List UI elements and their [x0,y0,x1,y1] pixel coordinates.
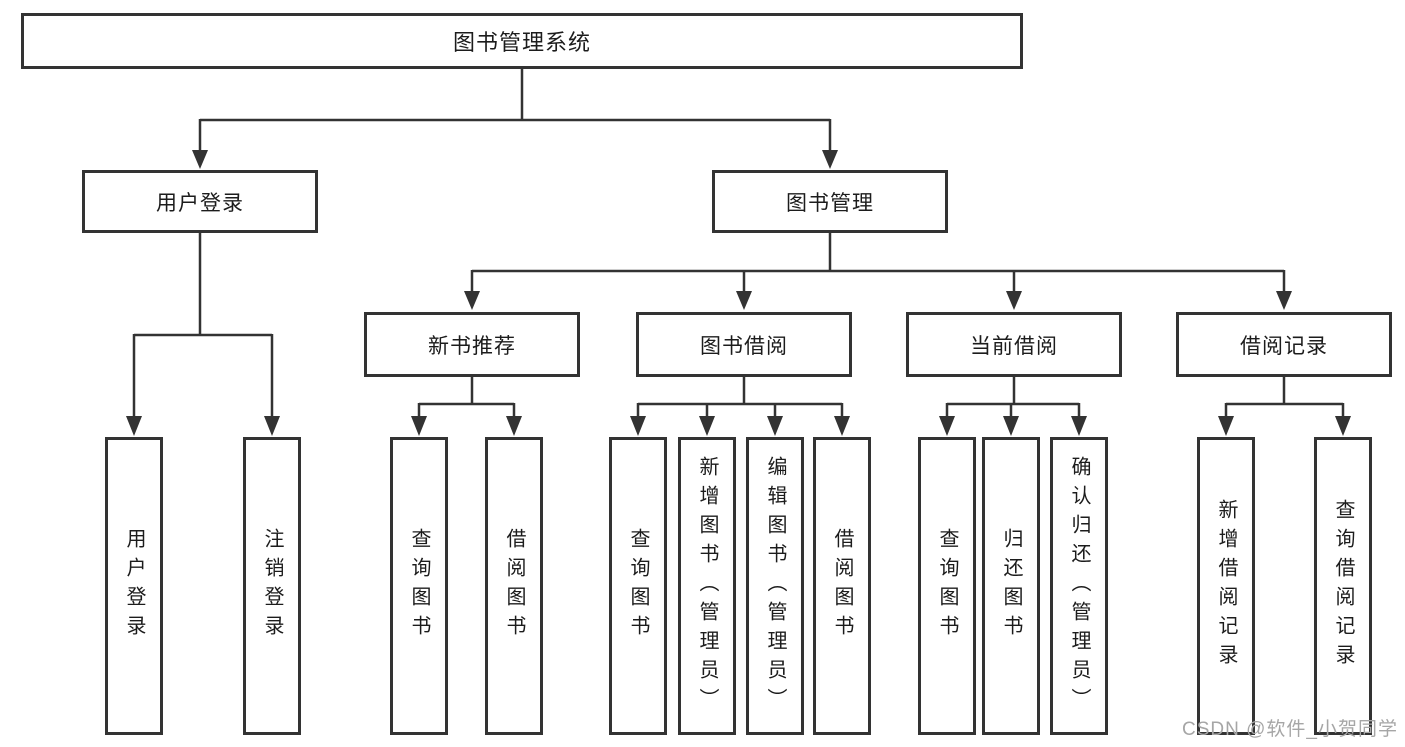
edge-current-borrowing [939,377,1087,436]
node-label: 新增图书（管理员） [696,455,718,717]
leaf-borrow-books-borrow: 借阅图书 [813,437,871,735]
leaf-add-borrow-record: 新增借阅记录 [1197,437,1255,735]
leaf-borrow-books-recommend: 借阅图书 [485,437,543,735]
csdn-watermark: CSDN @软件_小贺同学 [1182,719,1398,740]
edge-book-management [464,233,1292,310]
node-book-borrowing: 图书借阅 [636,312,852,377]
node-label: 编辑图书（管理员） [764,455,786,717]
node-label: 图书管理 [786,191,874,215]
node-label: 查询借阅记录 [1332,499,1354,673]
node-label: 用户登录 [123,528,145,644]
node-label: 归还图书 [1000,528,1022,644]
edge-new-book-recommend [411,377,522,436]
node-book-management: 图书管理 [712,170,948,233]
node-borrowing-records: 借阅记录 [1176,312,1392,377]
node-label: 注销登录 [261,528,283,644]
node-label: 查询图书 [627,528,649,644]
leaf-edit-books-admin: 编辑图书（管理员） [746,437,804,735]
node-root: 图书管理系统 [21,13,1023,69]
edge-borrowing-records [1218,377,1351,436]
leaf-query-books-borrow: 查询图书 [609,437,667,735]
node-label: 借阅图书 [831,528,853,644]
leaf-confirm-return-admin: 确认归还（管理员） [1050,437,1108,735]
leaf-user-login: 用户登录 [105,437,163,735]
node-label: 查询图书 [936,528,958,644]
node-label: 图书借阅 [700,334,788,358]
edge-root [192,69,838,169]
node-current-borrowing: 当前借阅 [906,312,1122,377]
leaf-return-books: 归还图书 [982,437,1040,735]
node-label: 新书推荐 [428,334,516,358]
leaf-add-books-admin: 新增图书（管理员） [678,437,736,735]
node-label: 新增借阅记录 [1215,499,1237,673]
node-label: 借阅图书 [503,528,525,644]
edge-book-borrowing [630,377,850,436]
node-label: 确认归还（管理员） [1068,455,1090,717]
leaf-query-books-current: 查询图书 [918,437,976,735]
node-label: 当前借阅 [970,334,1058,358]
edge-user-login [126,233,280,436]
node-label: 用户登录 [156,191,244,215]
node-new-book-recommend: 新书推荐 [364,312,580,377]
leaf-query-books-recommend: 查询图书 [390,437,448,735]
node-label: 查询图书 [408,528,430,644]
node-label: 借阅记录 [1240,334,1328,358]
node-label: 图书管理系统 [452,30,591,55]
leaf-logout: 注销登录 [243,437,301,735]
leaf-query-borrow-record: 查询借阅记录 [1314,437,1372,735]
node-user-login: 用户登录 [82,170,318,233]
